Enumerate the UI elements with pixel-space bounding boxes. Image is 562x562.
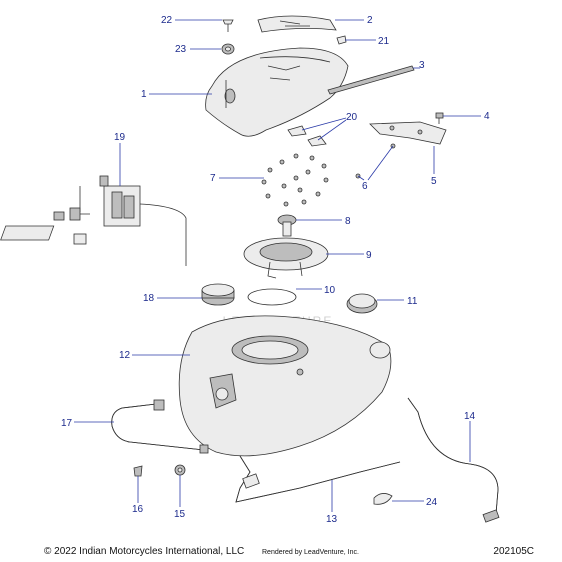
callout-19: 19 (114, 132, 126, 143)
rendered-by-text: Rendered by LeadVenture, Inc. (262, 549, 359, 556)
part-14-line (407, 397, 500, 523)
part-20-clips (287, 125, 327, 147)
part-3-trim-strip (327, 65, 415, 95)
callout-21: 21 (378, 36, 390, 47)
callout-23: 23 (175, 44, 187, 55)
part-24-clip (373, 493, 393, 505)
callout-1: 1 (141, 89, 147, 100)
callout-24: 24 (426, 497, 438, 508)
part-19-fuel-pump (0, 175, 187, 266)
callout-17: 17 (61, 418, 73, 429)
callout-2: 2 (367, 15, 373, 26)
part-6-nuts (355, 143, 396, 179)
part-21-clip (336, 35, 347, 45)
part-5-bracket (369, 121, 447, 145)
part-23-grommet (221, 43, 235, 55)
part-17-fuel-hose (111, 399, 209, 454)
callout-14: 14 (464, 411, 476, 422)
callout-15: 15 (174, 509, 186, 520)
callout-4: 4 (484, 111, 490, 122)
part-8-sender (277, 214, 297, 237)
part-18-fuel-cap (201, 283, 235, 306)
part-10-o-ring (247, 288, 297, 306)
part-12-fuel-tank (178, 315, 392, 457)
part-16-clip (133, 465, 143, 477)
part-9-pump-plate (243, 237, 329, 279)
part-15-clamp (174, 464, 186, 476)
callout-12: 12 (119, 350, 131, 361)
leader-lines (74, 19, 481, 512)
part-1-console-cover (205, 47, 349, 137)
callout-6: 6 (362, 181, 368, 192)
part-2-badge (257, 15, 337, 33)
callout-9: 9 (366, 250, 372, 261)
part-22-screw (222, 19, 234, 32)
diagram-code: 202105C (493, 546, 534, 557)
callout-20: 20 (346, 112, 358, 123)
callout-22: 22 (161, 15, 173, 26)
copyright-text: © 2022 Indian Motorcycles International,… (44, 546, 245, 557)
callout-7: 7 (210, 173, 216, 184)
part-7-fastener-ring (261, 153, 329, 207)
part-4-screw (435, 112, 444, 124)
callout-5: 5 (431, 176, 437, 187)
callout-numbers: 22 2 23 21 3 1 4 20 19 7 5 6 8 9 10 18 1… (61, 15, 490, 525)
part-11-cap (346, 293, 378, 314)
callout-16: 16 (132, 504, 144, 515)
callout-11: 11 (407, 296, 418, 307)
callout-13: 13 (326, 514, 338, 525)
callout-18: 18 (143, 293, 155, 304)
callout-8: 8 (345, 216, 351, 227)
callout-3: 3 (419, 60, 425, 71)
callout-10: 10 (324, 285, 336, 296)
part-13-vent-line (235, 455, 401, 503)
